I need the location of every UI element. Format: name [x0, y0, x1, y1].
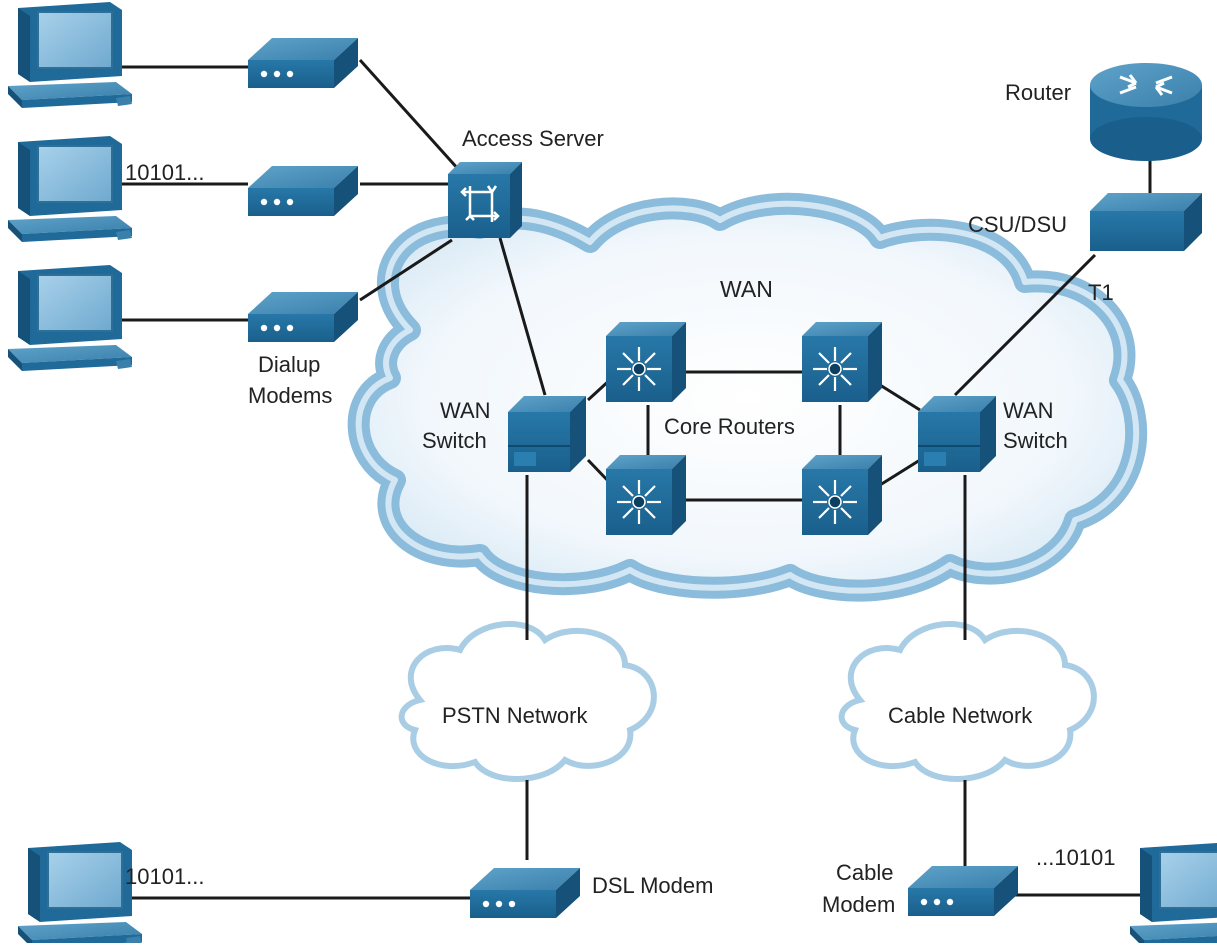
bits-label-cable-pc: ...10101 — [1036, 845, 1116, 870]
csu-dsu-label: CSU/DSU — [968, 212, 1067, 237]
dialup-label-line1: Dialup — [258, 352, 320, 377]
wan-switch-left-label-line1: WAN — [440, 398, 491, 423]
wan-switch-icon[interactable] — [507, 395, 587, 473]
core-router-icon[interactable] — [800, 453, 884, 537]
cable-cloud — [838, 621, 1097, 782]
cable-modem-label-line2: Modem — [822, 892, 895, 917]
pc-icon[interactable] — [17, 841, 143, 948]
router-label: Router — [1005, 80, 1071, 105]
wan-switch-left-label-line2: Switch — [422, 428, 487, 453]
pc-icon[interactable] — [7, 1, 133, 109]
dsl-modem-label: DSL Modem — [592, 873, 713, 898]
cable-modem-label-line1: Cable — [836, 860, 893, 885]
wan-switch-icon[interactable] — [917, 395, 997, 473]
pc-icon[interactable] — [7, 264, 133, 372]
access-server-icon[interactable] — [448, 162, 522, 238]
modem-icon[interactable] — [248, 292, 358, 342]
core-router-icon[interactable] — [604, 320, 688, 404]
wan-label: WAN — [720, 276, 773, 302]
modem-icon[interactable] — [248, 38, 358, 88]
cable-network-label: Cable Network — [888, 703, 1033, 728]
pstn-label: PSTN Network — [442, 703, 588, 728]
wan-switch-right-label-line2: Switch — [1003, 428, 1068, 453]
wan-cloud — [347, 192, 1148, 602]
pc-icon[interactable] — [1129, 841, 1217, 948]
access-server-label: Access Server — [462, 126, 604, 151]
pc-icon[interactable] — [7, 135, 133, 243]
bits-label-pc2: 10101... — [125, 160, 205, 185]
wan-switch-right-label-line1: WAN — [1003, 398, 1054, 423]
core-router-icon[interactable] — [604, 453, 688, 537]
modem-icon[interactable] — [248, 166, 358, 216]
core-router-icon[interactable] — [800, 320, 884, 404]
dsl-modem-icon[interactable] — [470, 868, 580, 918]
t1-label: T1 — [1088, 280, 1114, 305]
pstn-cloud — [398, 621, 657, 782]
router-icon[interactable] — [1090, 63, 1202, 161]
cable-modem-icon[interactable] — [908, 866, 1018, 916]
bits-label-dsl-pc: 10101... — [125, 864, 205, 889]
dialup-label-line2: Modems — [248, 383, 332, 408]
core-routers-label: Core Routers — [664, 414, 795, 439]
csu-dsu-icon[interactable] — [1090, 193, 1202, 251]
